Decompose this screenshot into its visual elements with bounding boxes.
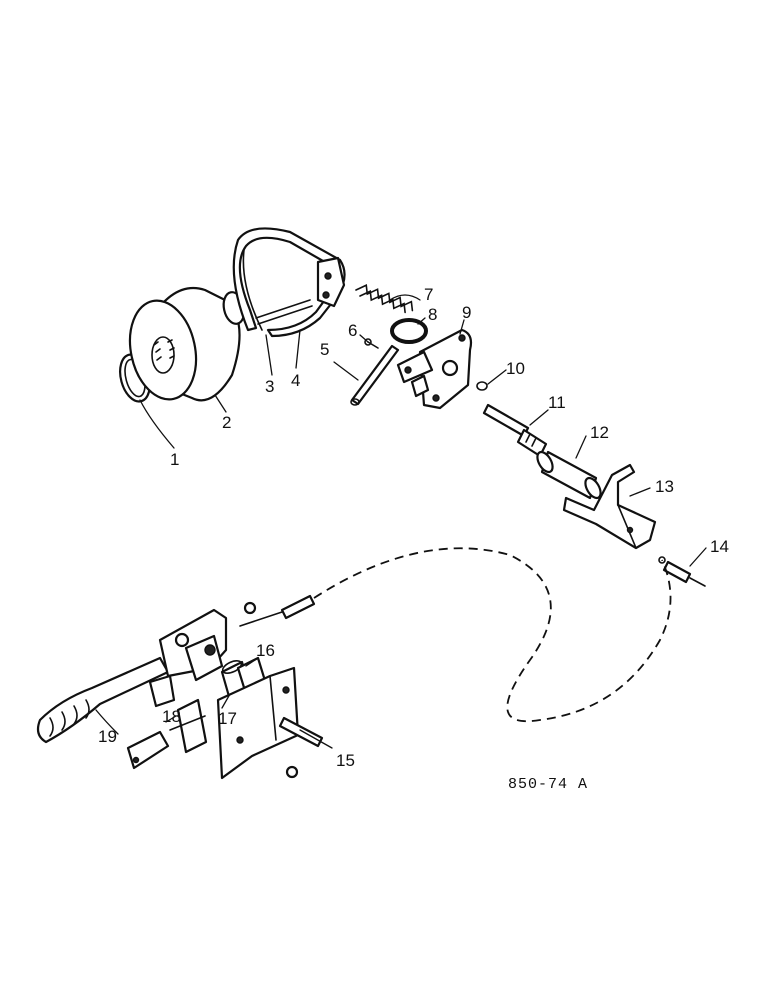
callout-6: 6 — [348, 321, 357, 340]
callout-16: 16 — [256, 641, 275, 660]
part-12-sleeve — [536, 450, 602, 500]
callout-10: 10 — [506, 359, 525, 378]
part-2-brake-drum — [128, 286, 241, 402]
part-15-mounting-plate — [216, 666, 324, 780]
part-4-brake-band — [232, 227, 346, 338]
part-5-pin — [350, 344, 400, 406]
callout-15: 15 — [336, 751, 355, 770]
callout-9: 9 — [462, 303, 471, 322]
callout-19: 19 — [98, 727, 117, 746]
callout-1: 1 — [170, 450, 179, 469]
callout-18: 18 — [162, 707, 181, 726]
callout-3: 3 — [265, 377, 274, 396]
part-3-band-pins — [255, 299, 313, 325]
part-13-bracket — [562, 463, 657, 550]
callout-8: 8 — [428, 305, 437, 324]
part-11-shaft — [482, 403, 548, 458]
callout-4: 4 — [291, 371, 300, 390]
callout-11: 11 — [548, 393, 566, 412]
control-cable — [313, 547, 672, 723]
figure-reference: 850-74 A — [508, 776, 588, 793]
callout-13: 13 — [655, 477, 674, 496]
part-10-small-ring — [476, 381, 488, 391]
callout-12: 12 — [590, 423, 609, 442]
callout-labels: 1 2 3 4 5 6 7 8 9 10 11 12 13 14 15 16 1… — [98, 285, 729, 770]
callout-5: 5 — [320, 340, 329, 359]
leader-lines — [95, 294, 707, 749]
cable-connector — [239, 594, 316, 627]
part-9-cam-housing — [396, 328, 473, 410]
callout-17: 17 — [218, 709, 237, 728]
part-19-hand-lever — [36, 608, 228, 744]
part-8-o-ring — [390, 318, 428, 344]
part-18-clevis — [126, 698, 208, 770]
part-7-spring — [355, 284, 414, 314]
part-6-cotter-pin — [364, 338, 379, 349]
callout-14: 14 — [710, 537, 729, 556]
callout-7: 7 — [424, 285, 433, 304]
callout-2: 2 — [222, 413, 231, 432]
